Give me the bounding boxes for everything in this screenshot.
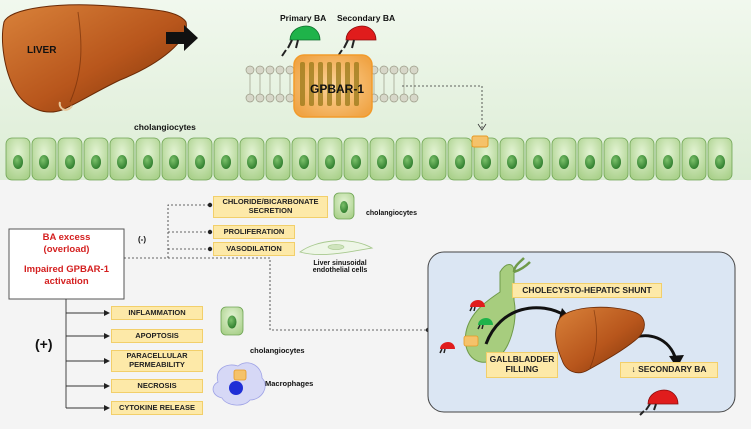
stimulus-line-1: BA excess (42, 232, 91, 243)
liver-label: LIVER (27, 45, 57, 56)
endothelial-line-1: Liver sinusoidal (313, 260, 367, 267)
bile-acid-green-icon (281, 25, 321, 57)
cholangiocyte-cell (57, 137, 83, 181)
cholangiocyte-cell (161, 137, 187, 181)
minus-sign: (-) (138, 235, 146, 244)
cholangiocyte-cell (317, 137, 343, 181)
effect-line-1: CHLORIDE/BICARBONATE (222, 197, 319, 207)
cholangiocyte-cell (239, 137, 265, 181)
curved-arrow-icon (484, 306, 567, 345)
cholangiocyte-icon-mid (333, 192, 355, 220)
primary-ba-label: Primary BA (280, 13, 327, 23)
endothelial-label: Liver sinusoidal endothelial cells (300, 260, 380, 274)
gallbladder-line-2: FILLING (505, 364, 539, 374)
bile-acid-red-icon (337, 25, 377, 57)
macrophages-label: Macrophages (265, 379, 314, 388)
cholangiocyte-cell (213, 137, 239, 181)
cholangiocyte-cell (109, 137, 135, 181)
receptor-connector (402, 85, 483, 128)
cholangiocyte-cell (603, 137, 629, 181)
cholangiocyte-cell (265, 137, 291, 181)
cholangiocyte-cell (551, 137, 577, 181)
cholangiocytes-bottom-label: cholangiocytes (250, 346, 305, 355)
stimulus-text: BA excess (overload) Impaired GPBAR-1 ac… (9, 232, 124, 288)
cholangiocyte-cell (421, 137, 447, 181)
bile-acid-red-icon (639, 389, 679, 416)
effect-line-2: PERMEABILITY (129, 360, 185, 369)
effect-apoptosis: APOPTOSIS (111, 329, 203, 343)
cholangiocyte-cell (5, 137, 31, 181)
small-receptor-icon (471, 135, 489, 148)
stimulus-line-2: (overload) (43, 244, 90, 255)
effect-inflammation: INFLAMMATION (111, 306, 203, 320)
cholangiocyte-cell (83, 137, 109, 181)
macrophage-icon (212, 362, 266, 406)
liver-icon (555, 306, 645, 374)
bile-acid-red-icon (469, 300, 485, 312)
cholangiocyte-cell (499, 137, 525, 181)
arrow-right-icon (166, 25, 198, 51)
effect-line-1: PARACELLULAR (126, 351, 188, 361)
liver-icon (2, 4, 187, 113)
cholangiocyte-cell (135, 137, 161, 181)
effect-line-2: SECRETION (248, 206, 293, 215)
cholangiocytes-top-label: cholangiocytes (134, 122, 196, 132)
membrane-tails (249, 74, 415, 94)
effect-vasodilation: VASODILATION (213, 242, 295, 256)
promotion-connectors (65, 299, 106, 409)
cholangiocyte-row (5, 137, 733, 181)
receptor-label: GPBAR-1 (310, 82, 365, 96)
cholangiocyte-cell (343, 137, 369, 181)
cholangiocyte-cell (681, 137, 707, 181)
effect-cytokine-release: CYTOKINE RELEASE (111, 401, 203, 415)
inhibition-connectors (124, 204, 428, 331)
stimulus-line-3: Impaired GPBAR-1 (24, 264, 109, 275)
cholangiocyte-cell (395, 137, 421, 181)
stimulus-line-4: activation (44, 276, 89, 287)
receptor-icon (293, 54, 373, 118)
cholangiocyte-cell (31, 137, 57, 181)
bile-acid-red-icon (439, 342, 455, 354)
cholangiocytes-mid-label: cholangiocytes (366, 210, 417, 217)
bile-acid-green-icon (477, 318, 493, 330)
cholangiocyte-cell (707, 137, 733, 181)
cholangiocyte-cell (577, 137, 603, 181)
cholangiocyte-cell (525, 137, 551, 181)
gallbladder-line-1: GALLBLADDER (489, 354, 555, 365)
effect-necrosis: NECROSIS (111, 379, 203, 393)
stimulus-box (8, 228, 125, 300)
cholangiocyte-cell (655, 137, 681, 181)
cholangiocyte-cell (187, 137, 213, 181)
plus-sign: (+) (35, 336, 53, 352)
shunt-label: CHOLECYSTO-HEPATIC SHUNT (512, 283, 662, 298)
secondary-ba-label: Secondary BA (337, 13, 396, 23)
cholangiocyte-cell (291, 137, 317, 181)
endothelial-line-2: endothelial cells (312, 267, 368, 274)
effect-proliferation: PROLIFERATION (213, 225, 295, 239)
endothelial-cell-icon (299, 240, 374, 255)
cholangiocyte-cell (629, 137, 655, 181)
cholangiocyte-cell (369, 137, 395, 181)
cholangiocyte-icon-bottom (220, 306, 244, 336)
cholangiocyte-cell (447, 137, 473, 181)
secondary-ba-result-label: ↓ SECONDARY BA (620, 362, 718, 378)
